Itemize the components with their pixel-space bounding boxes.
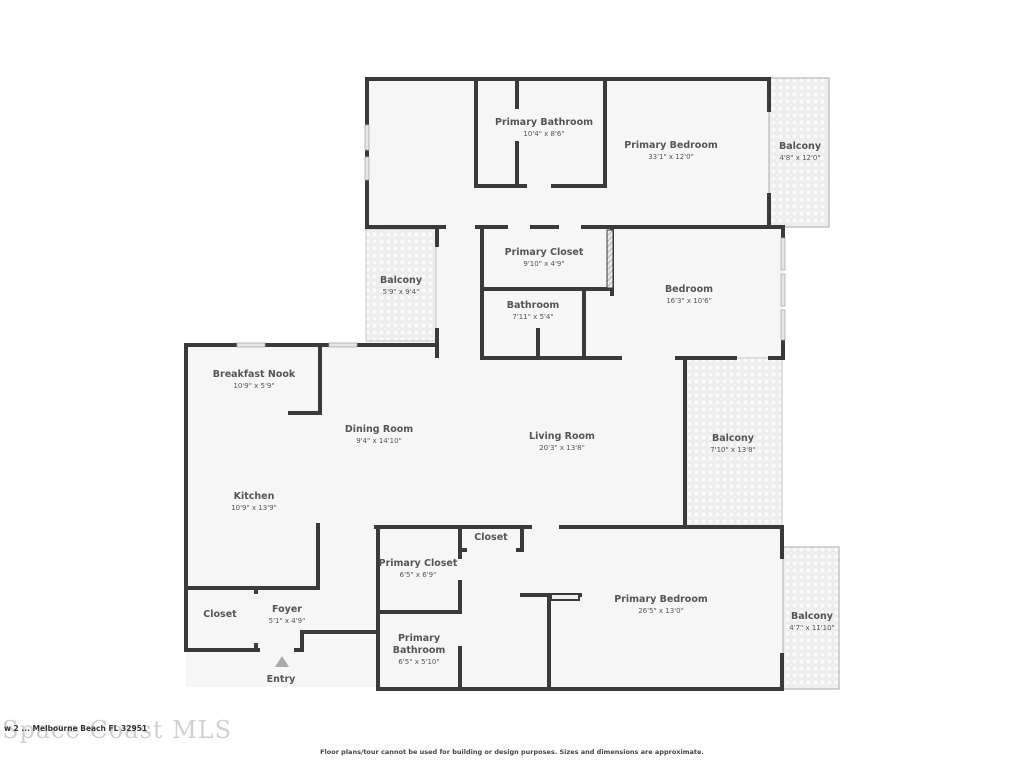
room-balcony-top: Balcony 4'8" x 12'0" bbox=[779, 141, 821, 163]
room-primary-bathroom-upper: Primary Bathroom 10'4" x 8'6" bbox=[495, 117, 593, 139]
room-name: Living Room bbox=[529, 431, 595, 442]
entry-arrow-icon bbox=[275, 656, 289, 667]
room-foyer: Foyer 5'1" x 4'9" bbox=[269, 604, 306, 626]
room-name: Closet bbox=[474, 532, 508, 543]
closet-shelf bbox=[550, 593, 580, 601]
room-name: Primary Bedroom bbox=[624, 140, 718, 151]
hatched-pillar bbox=[606, 229, 614, 289]
room-dim: 5'1" x 4'9" bbox=[268, 617, 306, 625]
balcony-bottom-right bbox=[782, 546, 840, 690]
room-dim: 7'11" x 5'4" bbox=[512, 313, 554, 321]
room-dim: 4'8" x 12'0" bbox=[779, 154, 821, 162]
room-dim: 10'9" x 5'9" bbox=[233, 382, 275, 390]
room-dim: 7'10" x 13'8" bbox=[710, 446, 756, 454]
room-name: Balcony bbox=[711, 433, 755, 444]
room-name: Primary Closet bbox=[504, 247, 584, 258]
room-name: Dining Room bbox=[344, 424, 414, 435]
room-dim: 10'9" x 13'9" bbox=[231, 504, 277, 512]
room-name: Bathroom bbox=[506, 300, 560, 311]
room-primary-closet-lower: Primary Closet 6'5" x 6'9" bbox=[379, 558, 458, 580]
room-kitchen: Kitchen 10'9" x 13'9" bbox=[231, 491, 277, 513]
room-dining: Dining Room 9'4" x 14'10" bbox=[345, 424, 413, 446]
room-dim: 10'4" x 8'6" bbox=[523, 130, 565, 138]
room-dim: 16'3" x 10'6" bbox=[666, 297, 712, 305]
balcony-mid-left bbox=[365, 228, 437, 342]
room-balcony-mid: Balcony 5'9" x 9'4" bbox=[380, 275, 422, 297]
room-name: Primary Bedroom bbox=[614, 594, 708, 605]
room-breakfast-nook: Breakfast Nook 10'9" x 5'9" bbox=[213, 369, 295, 391]
room-dim: 26'5" x 13'0" bbox=[638, 607, 684, 615]
room-name: Primary bbox=[397, 633, 441, 644]
room-dim: 6'5" x 6'9" bbox=[399, 571, 437, 579]
mls-watermark: Space Coast MLS bbox=[2, 716, 233, 744]
room-dim: 9'10" x 4'9" bbox=[523, 260, 565, 268]
balconies bbox=[365, 77, 840, 690]
room-name: Primary Closet bbox=[378, 558, 458, 569]
room-name: Balcony bbox=[778, 141, 822, 152]
room-name-line2: Bathroom bbox=[392, 645, 446, 656]
entry-label: Entry bbox=[266, 674, 296, 685]
room-dim: 20'3" x 13'8" bbox=[539, 444, 585, 452]
room-dim: 5'9" x 9'4" bbox=[382, 288, 420, 296]
room-name: Primary Bathroom bbox=[495, 117, 593, 128]
room-name: Kitchen bbox=[233, 491, 275, 502]
room-closet-lower-mid: Closet bbox=[474, 532, 507, 544]
balcony-top-right bbox=[768, 77, 830, 228]
windows bbox=[236, 124, 786, 348]
room-primary-bedroom-lower: Primary Bedroom 26'5" x 13'0" bbox=[614, 594, 708, 616]
room-name: Foyer bbox=[272, 604, 302, 615]
room-primary-bedroom-upper: Primary Bedroom 33'1" x 12'0" bbox=[624, 140, 718, 162]
address-line: w 2 ... Melbourne Beach FL 32951 bbox=[4, 724, 148, 733]
room-name: Breakfast Nook bbox=[212, 369, 296, 380]
room-closet-foyer: Closet bbox=[203, 609, 236, 621]
room-bedroom: Bedroom 16'3" x 10'6" bbox=[665, 284, 713, 306]
room-dim: 33'1" x 12'0" bbox=[648, 153, 694, 161]
room-bathroom: Bathroom 7'11" x 5'4" bbox=[507, 300, 560, 322]
room-dim: 6'5" x 5'10" bbox=[398, 658, 440, 666]
disclaimer: Floor plans/tour cannot be used for buil… bbox=[320, 748, 704, 756]
floor-fills bbox=[186, 79, 783, 687]
room-name: Bedroom bbox=[664, 284, 714, 295]
room-dim: 9'4" x 14'10" bbox=[356, 437, 402, 445]
room-name: Closet bbox=[203, 609, 237, 620]
room-balcony-bottom: Balcony 4'7" x 11'10" bbox=[789, 611, 835, 633]
room-name: Balcony bbox=[379, 275, 423, 286]
room-primary-bathroom-lower: Primary Bathroom 6'5" x 5'10" bbox=[393, 633, 446, 667]
room-dim: 4'7" x 11'10" bbox=[789, 624, 835, 632]
room-name: Balcony bbox=[790, 611, 834, 622]
balcony-living bbox=[684, 357, 783, 527]
room-primary-closet-upper: Primary Closet 9'10" x 4'9" bbox=[505, 247, 584, 269]
room-living: Living Room 20'3" x 13'8" bbox=[529, 431, 595, 453]
room-balcony-living: Balcony 7'10" x 13'8" bbox=[710, 433, 756, 455]
